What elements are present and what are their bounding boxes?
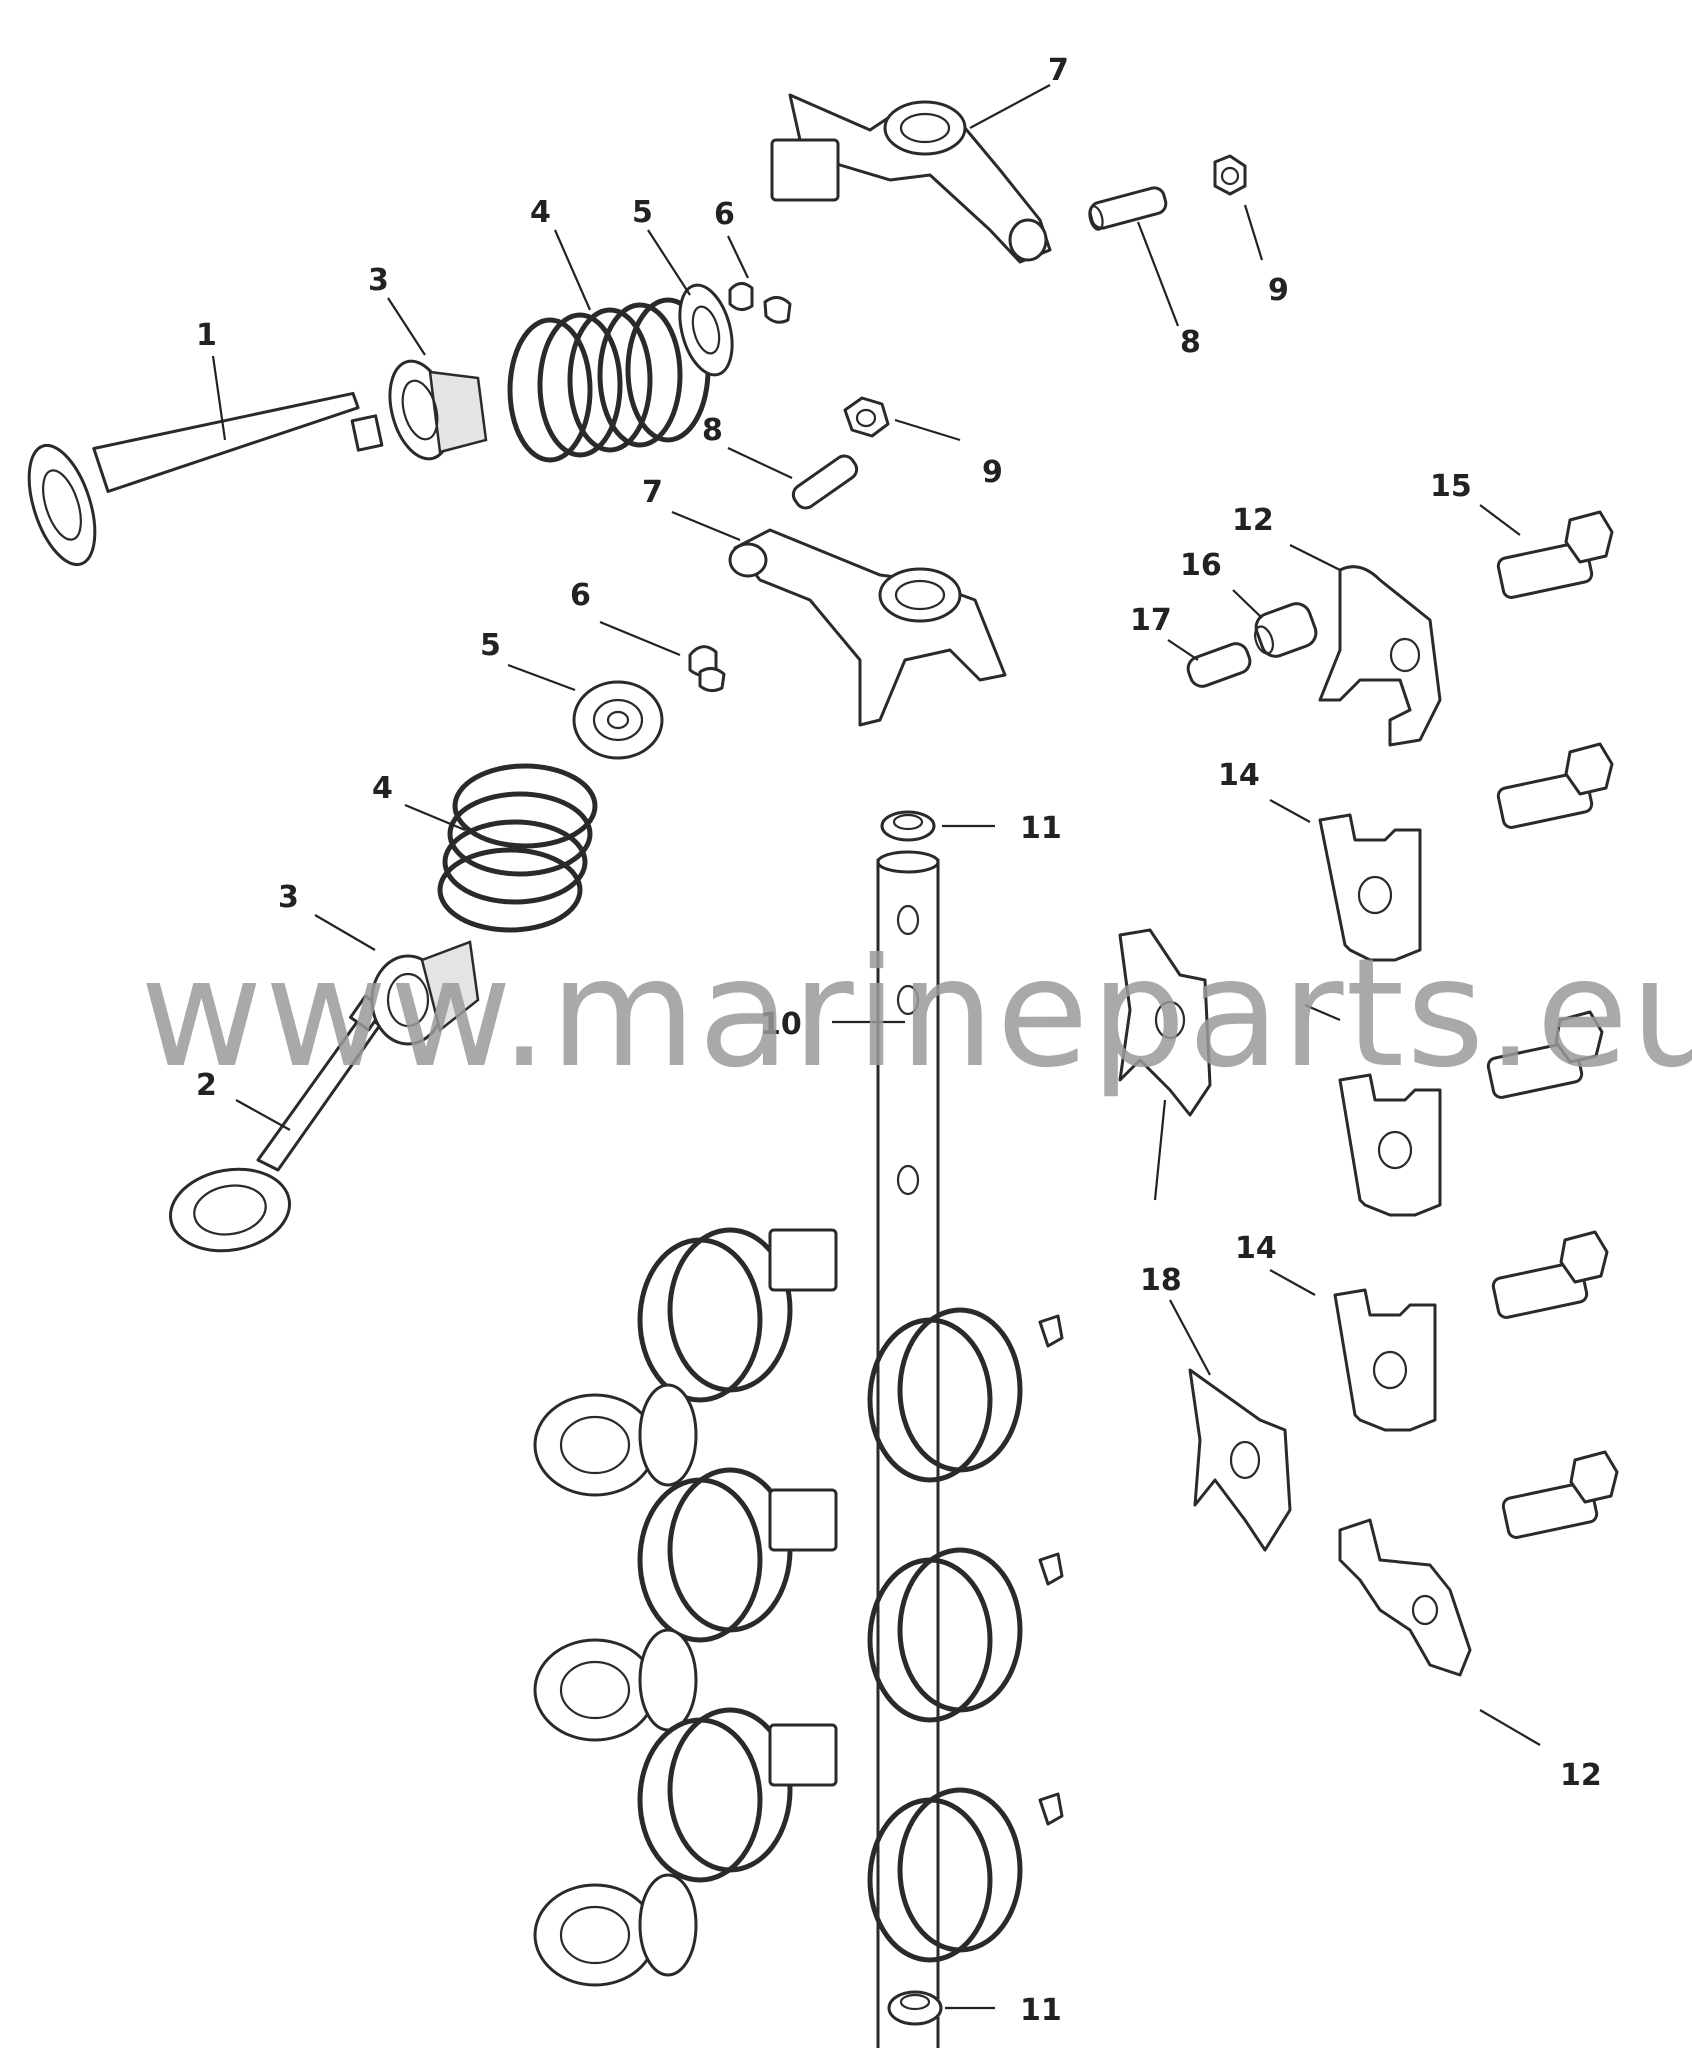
callout-4-upper: 4 (530, 195, 551, 230)
callout-8-lower: 8 (702, 413, 723, 448)
callout-4-lower: 4 (372, 771, 393, 806)
rocker-arm-part-7-upper (770, 93, 1052, 264)
callout-14-upper: 14 (1218, 758, 1260, 793)
bracket-part-12-upper (1318, 565, 1442, 747)
bolt-part-15-1 (1496, 510, 1614, 599)
callout-9-lower: 9 (982, 455, 1003, 490)
callout-9-upper: 9 (1268, 273, 1289, 308)
spring-retainer-part-5-lower (572, 680, 664, 760)
callout-labels: 1 2 3 3 4 4 5 5 6 6 7 7 8 8 9 9 10 11 11… (196, 53, 1602, 2028)
valve-keepers-part-6-upper (728, 282, 792, 324)
clip-part-14-upper (1318, 813, 1422, 962)
callout-8-upper: 8 (1180, 325, 1201, 360)
callout-6-upper: 6 (714, 197, 735, 232)
shaft-plug-part-11-top (880, 810, 936, 842)
clip-part-14-middle (1338, 1073, 1442, 1217)
assembled-valve-group-1 (533, 1227, 1064, 1497)
callout-11-bottom: 11 (1020, 1993, 1062, 2028)
assembled-valve-group-3 (533, 1707, 1064, 1987)
callout-1: 1 (196, 318, 217, 353)
clip-part-14-lower (1333, 1288, 1437, 1432)
locknut-part-9-lower (843, 396, 890, 438)
callout-6-lower: 6 (570, 578, 591, 613)
locknut-part-9-upper (1213, 154, 1247, 196)
sleeve-part-16 (1253, 602, 1318, 658)
adjuster-pin-part-8-upper (1088, 186, 1168, 231)
valve-part-1 (27, 391, 384, 567)
callout-15: 15 (1430, 469, 1472, 504)
bolt-part-15-3 (1486, 1010, 1604, 1099)
stem-seal-part-3-lower (370, 940, 480, 1046)
callout-18: 18 (1140, 1263, 1182, 1298)
rocker-arm-part-7-lower (728, 528, 1007, 727)
stem-seal-part-3-upper (388, 359, 488, 461)
bolt-part-15-2 (1496, 742, 1614, 829)
spring-retainer-part-5-upper (678, 283, 734, 377)
callout-14-lower: 14 (1235, 1231, 1277, 1266)
callout-3-upper: 3 (368, 263, 389, 298)
shield-part-18-lower (1188, 1368, 1292, 1552)
callout-7-upper: 7 (1048, 53, 1069, 88)
callout-5-lower: 5 (480, 628, 501, 663)
bolt-part-15-4 (1491, 1230, 1609, 1319)
callout-10: 10 (760, 1007, 802, 1042)
watermark-text: www.marineparts.eu (140, 927, 1692, 1101)
callout-16: 16 (1180, 548, 1222, 583)
valve-spring-part-4-upper (507, 297, 711, 463)
callout-5-upper: 5 (632, 195, 653, 230)
callout-7-lower: 7 (642, 475, 663, 510)
callout-11-top: 11 (1020, 811, 1062, 846)
dowel-part-17 (1186, 642, 1252, 688)
callout-3-lower: 3 (278, 880, 299, 915)
shield-part-18-upper (1118, 928, 1212, 1117)
valve-spring-part-4-lower (437, 763, 598, 933)
valve-keepers-part-6-lower (688, 645, 726, 693)
assembled-valve-group-2 (533, 1467, 1064, 1742)
leader-lines (211, 84, 1541, 2010)
adjuster-pin-part-8-lower (791, 454, 859, 510)
callout-12-lower: 12 (1560, 1758, 1602, 1793)
bracket-part-12-lower (1338, 1518, 1472, 1677)
callout-17: 17 (1130, 603, 1172, 638)
shaft-plug-part-11-bottom (887, 1990, 943, 2026)
valve-part-2 (169, 994, 385, 1253)
callout-2: 2 (196, 1068, 217, 1103)
bolt-part-15-5 (1501, 1450, 1619, 1539)
callout-12-upper: 12 (1232, 503, 1274, 538)
